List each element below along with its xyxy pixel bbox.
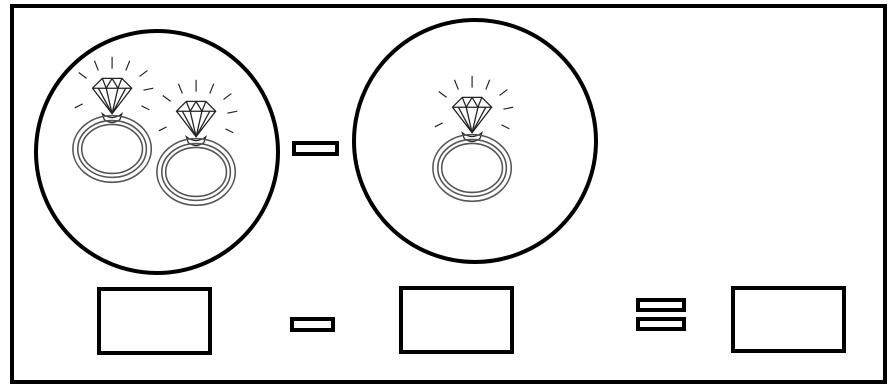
equals-sign <box>638 300 684 329</box>
equals-bar-bottom <box>638 319 684 329</box>
diamond-ring-icon <box>73 57 153 182</box>
minus-sign-bottom <box>292 319 333 330</box>
left-group <box>36 31 278 273</box>
diamond-ring-icon <box>433 76 513 201</box>
answer-box-1[interactable] <box>99 289 210 353</box>
right-group <box>354 20 596 262</box>
equals-bar-top <box>638 300 684 310</box>
answer-box-3[interactable] <box>733 288 844 351</box>
answer-box-2[interactable] <box>401 288 512 352</box>
diamond-ring-icon <box>157 80 237 205</box>
minus-sign-top <box>294 143 337 154</box>
